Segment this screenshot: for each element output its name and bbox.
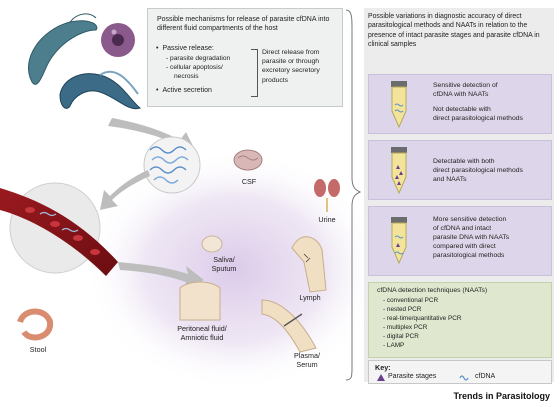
card-2-line-1: Detectable with both (433, 158, 495, 165)
blood-vessel-illustration (0, 182, 118, 276)
naat-item-conventional: - conventional PCR (383, 297, 439, 304)
card-3-line-2: of cfDNA and intact (433, 225, 492, 232)
cfdna-to-blood-arrow (100, 170, 150, 210)
tube-icon-parasite-stages (391, 147, 407, 195)
label-serum: Serum (296, 360, 318, 369)
card-2-line-3: and NAATs (433, 176, 467, 183)
label-peritoneal: Peritoneal fluid/ (177, 324, 227, 333)
arm-syringe-illustration (261, 299, 317, 353)
kidney-illustration (314, 179, 340, 212)
naat-techniques-box: cfDNA detection techniques (NAATs) - con… (368, 282, 552, 358)
naat-item-digital: - digital PCR (383, 333, 419, 340)
panel-connector-brace (345, 9, 362, 381)
diagnostic-title: Possible variations in diagnostic accura… (368, 13, 540, 48)
card-2-line-2: direct parasitological methods (433, 167, 523, 174)
mechanism-brace (251, 49, 258, 97)
journal-footer: Trends in Parasitology (453, 391, 550, 401)
label-csf: CSF (241, 177, 257, 186)
card-1-line-2: cfDNA with NAATs (433, 91, 489, 98)
key-cfdna-label: cfDNA (475, 373, 496, 380)
brain-illustration (233, 149, 263, 171)
blood-to-fluids-arrow (118, 262, 204, 290)
label-sputum: Sputum (211, 264, 237, 273)
legend-key: Key: Parasite stages cfDNA (368, 360, 552, 384)
abdomen-illustration (179, 281, 221, 321)
card-3-line-1: More sensitive detection (433, 216, 507, 223)
passive-item-necrosis: necrosis (174, 73, 199, 80)
diagnostic-card-3: More sensitive detection of cfDNA and in… (368, 206, 552, 276)
intestine-illustration (17, 308, 54, 341)
release-arrow (108, 118, 196, 152)
passive-item-degradation: - parasite degradation (166, 55, 231, 62)
diagnostic-card-1: Sensitive detection of cfDNA with NAATs … (368, 74, 552, 134)
naat-title: cfDNA detection techniques (NAATs) (377, 287, 488, 294)
direct-release-text: Direct release from parasite or through … (262, 49, 320, 84)
illustration-canvas (0, 13, 364, 390)
key-parasite-label: Parasite stages (388, 373, 437, 380)
card-3-line-4: compared with direct (433, 243, 496, 250)
card-1-line-4: direct parasitological methods (433, 115, 523, 122)
naat-item-nested: - nested PCR (383, 306, 422, 313)
naat-item-realtime: - real-time/quantitative PCR (383, 315, 462, 322)
passive-release-label: Passive release: (156, 45, 213, 52)
label-urine: Urine (318, 215, 336, 224)
cfdna-circle (143, 136, 201, 194)
tube-icon-mixed (391, 217, 407, 265)
label-saliva: Saliva/ (213, 255, 235, 264)
card-1-line-1: Sensitive detection of (433, 82, 498, 89)
card-3-line-5: parasitological methods (433, 252, 505, 259)
mechanisms-title: Possible mechanisms for release of paras… (157, 16, 330, 33)
parasite-stage-marker-icon (377, 374, 385, 381)
label-lymph: Lymph (299, 293, 321, 302)
card-3-line-3: parasite DNA with NAATs (433, 234, 510, 241)
naat-item-multiplex: - multiplex PCR (383, 324, 428, 331)
active-secretion-label: Active secretion (156, 87, 211, 94)
label-stool: Stool (29, 345, 47, 354)
cfdna-marker-icon (459, 375, 469, 381)
parasites-illustration (27, 13, 142, 110)
passive-item-apoptosis: - cellular apoptosis/ (166, 64, 223, 71)
naat-item-lamp: - LAMP (383, 342, 405, 349)
card-1-line-3: Not detectable with (433, 106, 491, 113)
label-plasma: Plasma/ (294, 351, 320, 360)
tube-icon-cfdna-only (391, 81, 407, 129)
leg-illustration (291, 236, 327, 293)
label-amniotic: Amniotic fluid (180, 333, 224, 342)
key-title: Key: (375, 363, 391, 372)
mouth-illustration (201, 235, 223, 253)
diagnostic-card-2: Detectable with both direct parasitologi… (368, 140, 552, 200)
